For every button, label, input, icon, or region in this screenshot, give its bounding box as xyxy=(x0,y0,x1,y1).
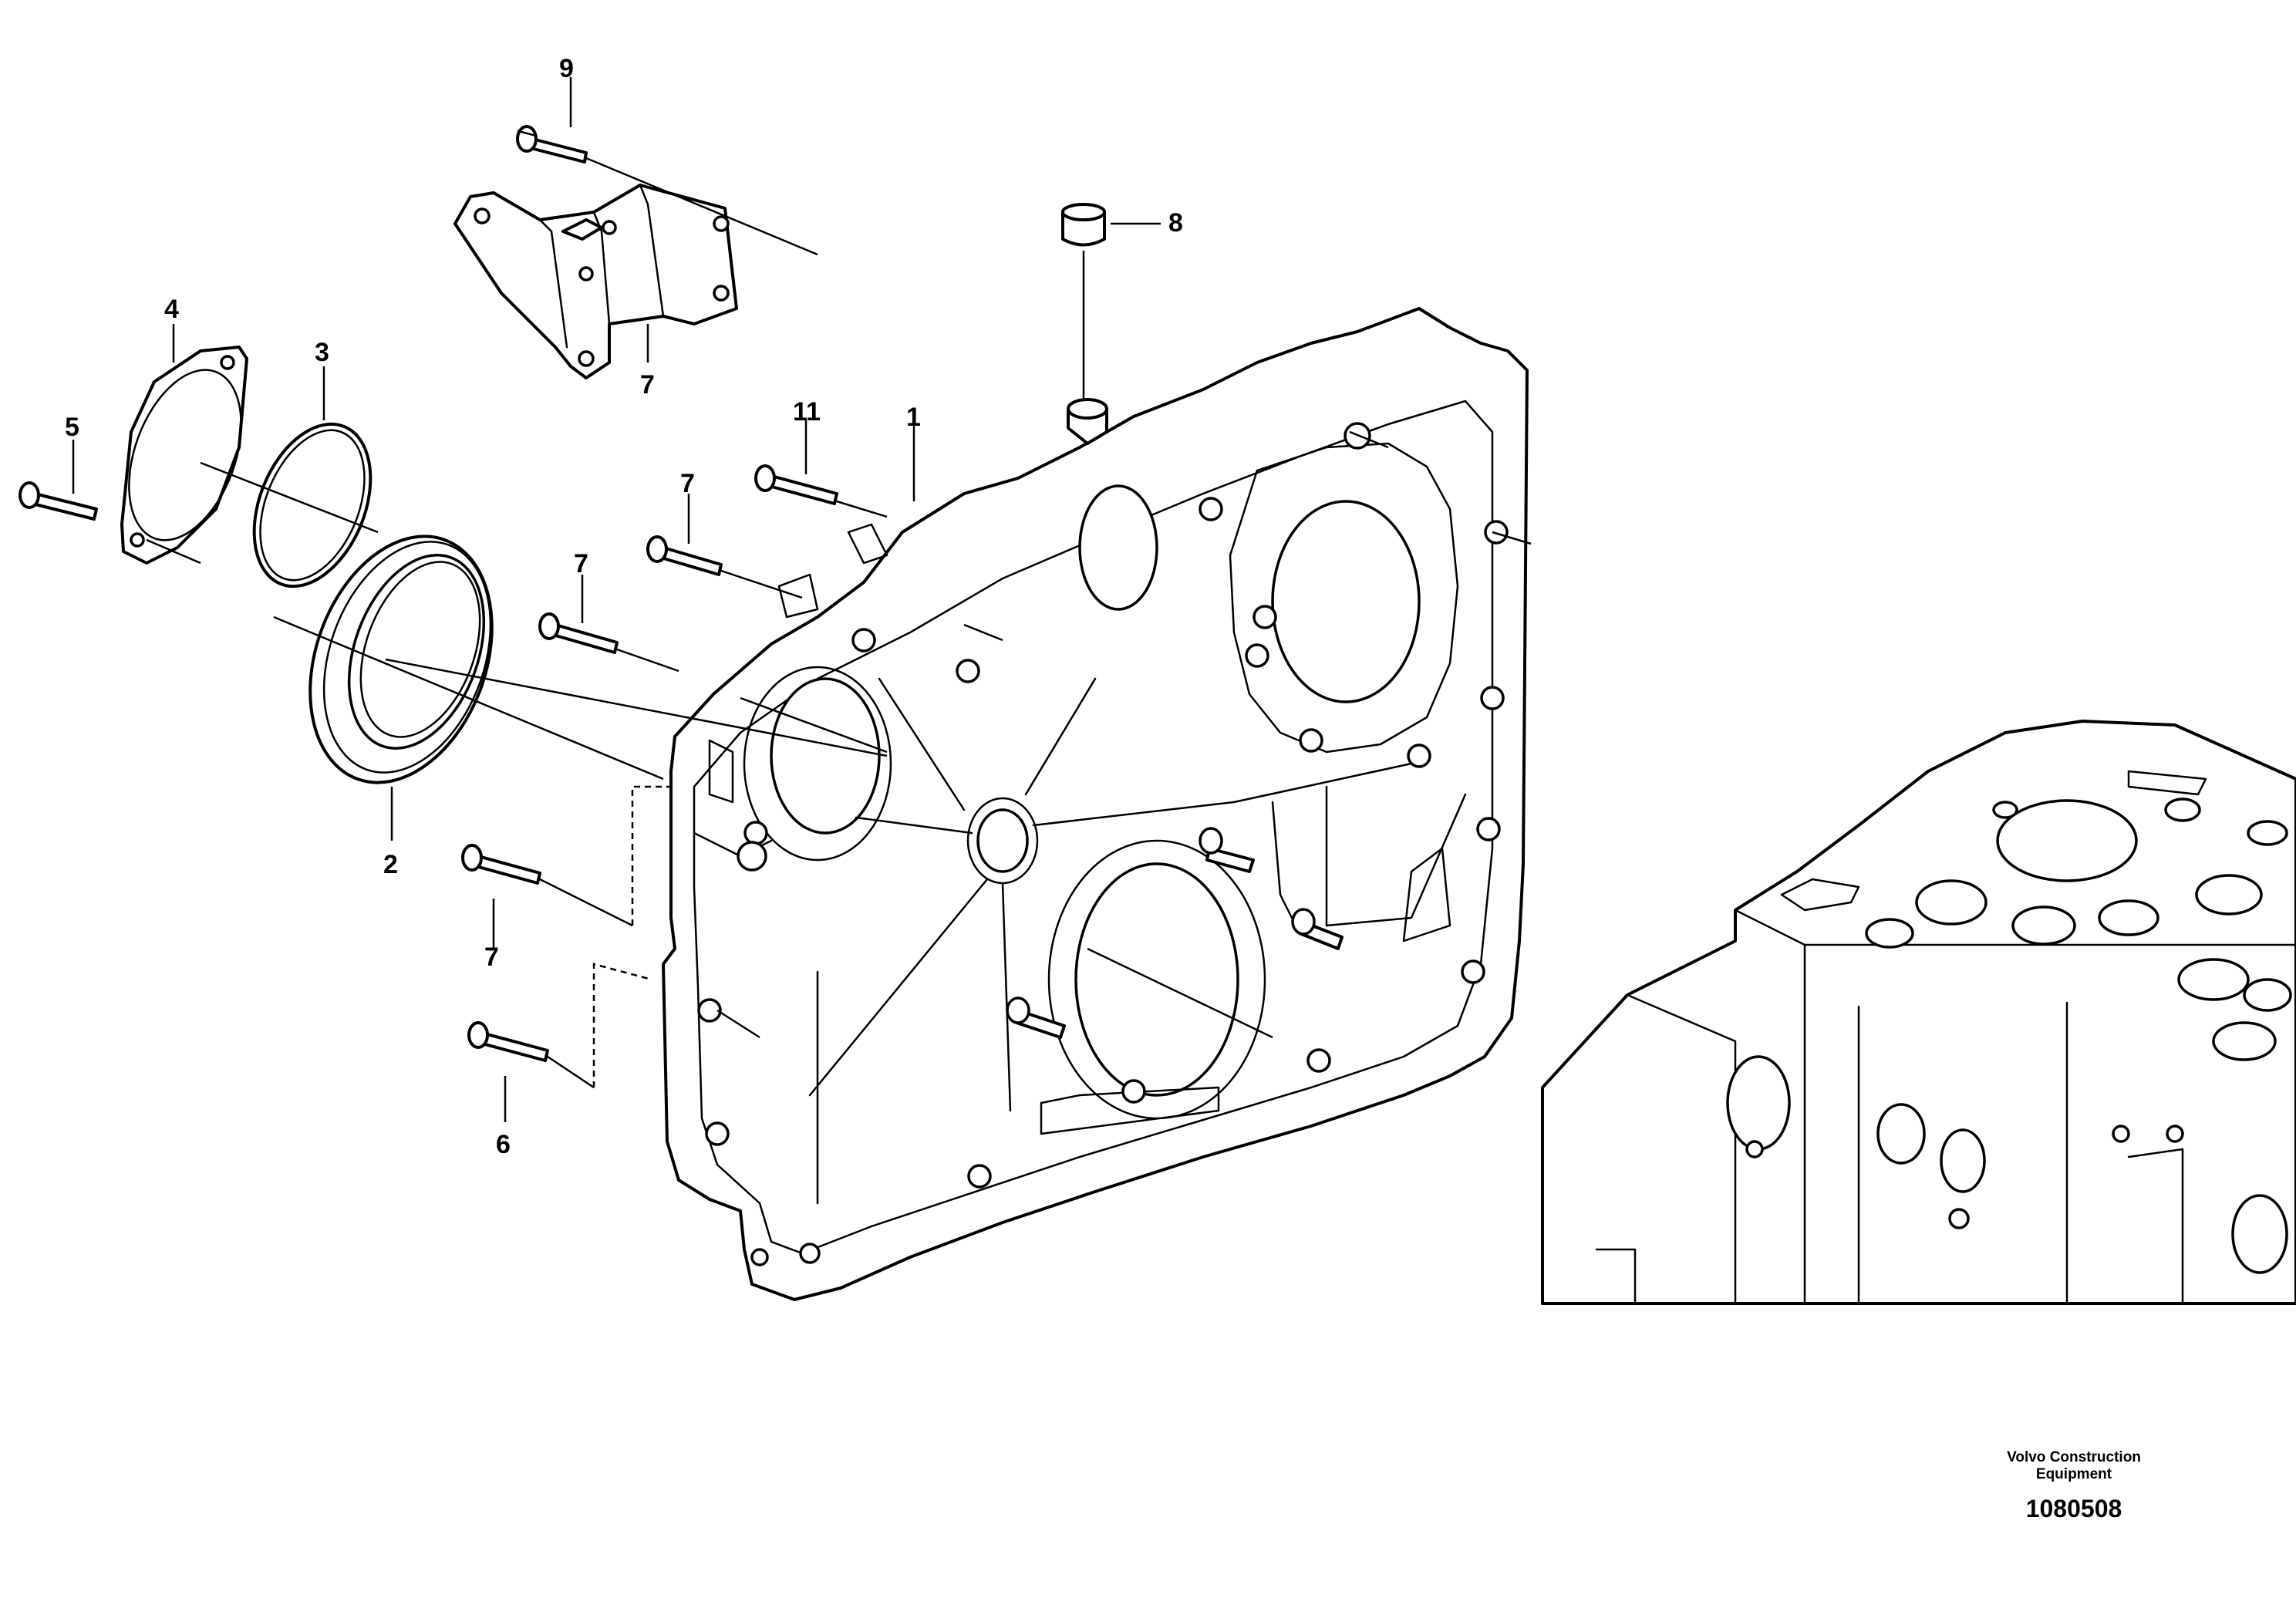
bolt-6 xyxy=(467,1021,549,1062)
bolt-7-middle xyxy=(538,612,619,654)
callout-11: 11 xyxy=(793,397,821,427)
callout-7-middle: 7 xyxy=(574,549,588,578)
bolt-11 xyxy=(754,464,838,505)
bolt-5 xyxy=(19,481,98,521)
bolt-7-lower xyxy=(461,844,541,885)
engine-block-outline xyxy=(1541,720,2296,1305)
brand-line-1: Volvo Construction xyxy=(2007,1449,2141,1465)
cover-plate xyxy=(120,346,248,565)
callout-10: 9 xyxy=(559,54,574,83)
callout-labels: 9 8 7 4 3 5 11 1 7 7 2 7 6 xyxy=(65,54,1183,1159)
callout-1: 1 xyxy=(906,403,921,432)
callout-8: 8 xyxy=(1168,208,1183,238)
callout-7-top: 7 xyxy=(680,469,695,498)
callout-2: 2 xyxy=(383,850,398,879)
brand-line-2: Equipment xyxy=(2036,1466,2112,1482)
timing-gear-cover xyxy=(662,307,1529,1301)
bolt-7-top xyxy=(646,535,723,576)
callout-5: 5 xyxy=(65,413,79,442)
callout-4: 4 xyxy=(164,295,179,324)
brand-block: Volvo Construction Equipment 1080508 xyxy=(2007,1449,2141,1523)
bolt-10 xyxy=(516,125,588,164)
reference-number: 1080508 xyxy=(2026,1495,2122,1523)
plug xyxy=(1061,203,1106,247)
callout-6: 6 xyxy=(496,1130,511,1159)
callout-3: 3 xyxy=(315,338,329,367)
callout-9: 7 xyxy=(640,370,655,400)
leader-lines xyxy=(72,77,1532,1122)
seal-ring xyxy=(308,534,494,784)
callout-7-lower: 7 xyxy=(484,943,499,972)
bracket xyxy=(453,184,738,379)
